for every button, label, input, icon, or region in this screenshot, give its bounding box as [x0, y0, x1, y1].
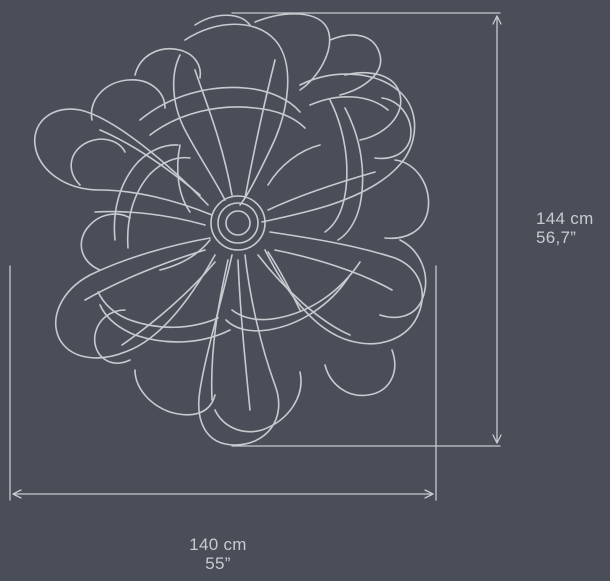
height-metric: 144 cm — [536, 209, 594, 228]
middle-ribbons — [97, 86, 364, 343]
width-label: 140 cm 55” — [168, 535, 268, 573]
height-label: 144 cm 56,7” — [536, 209, 594, 247]
width-imperial: 55” — [205, 554, 231, 573]
width-dimension-line — [9, 265, 437, 501]
front-ribbons — [34, 23, 423, 446]
central-hub — [210, 195, 266, 251]
width-metric: 140 cm — [189, 535, 247, 554]
height-dimension-line — [231, 12, 502, 447]
height-imperial: 56,7” — [536, 228, 577, 247]
